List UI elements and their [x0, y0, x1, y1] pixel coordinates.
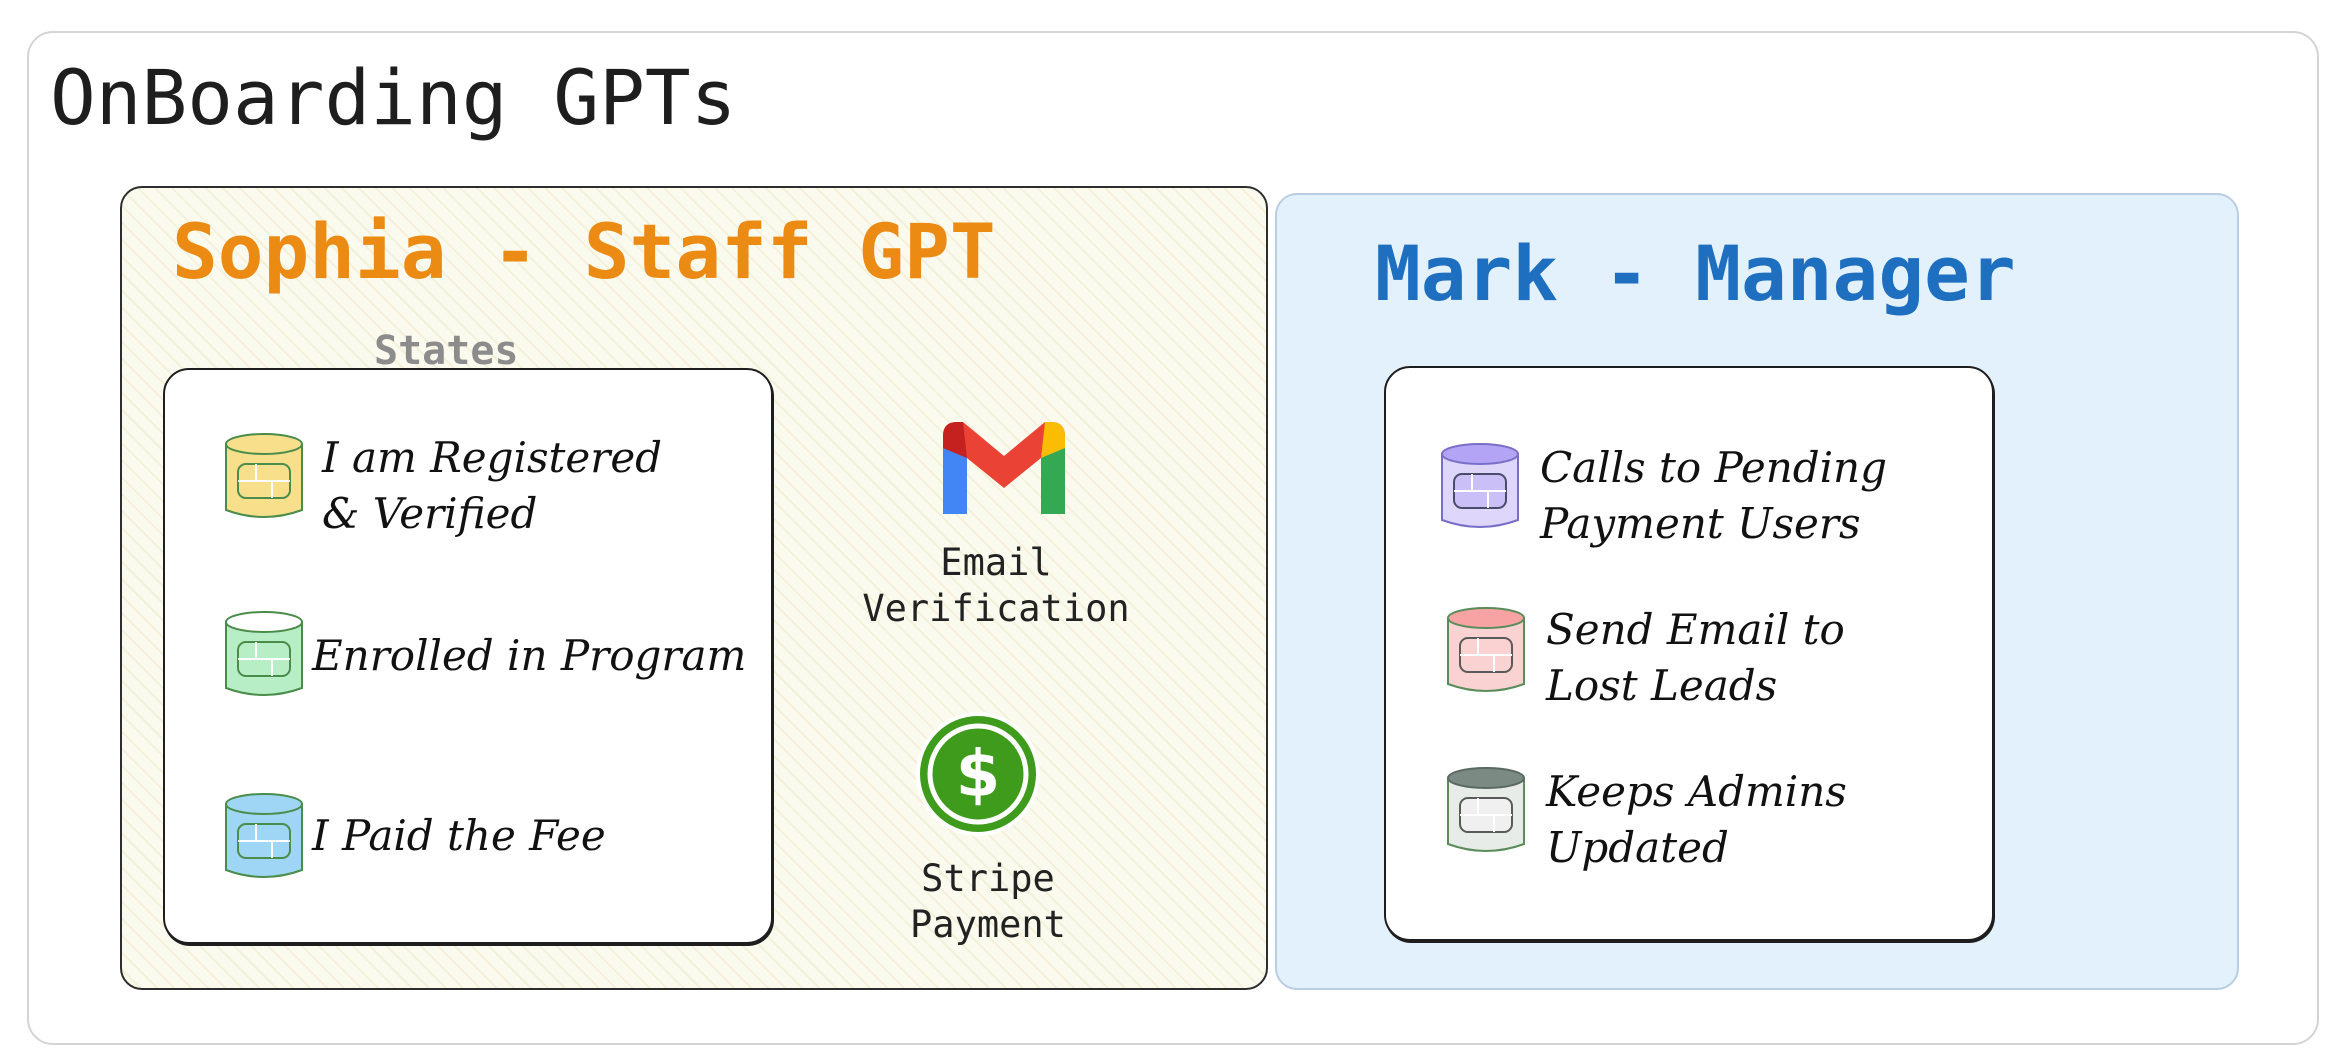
sophia-title: Sophia - Staff GPT	[172, 207, 996, 296]
dollar-coin-icon: $	[916, 712, 1040, 836]
states-label: States	[374, 328, 519, 374]
task-email-label: Send Email to Lost Leads	[1546, 605, 1845, 710]
database-icon	[1447, 767, 1525, 852]
email-verification-label: Email Verification	[862, 541, 1130, 630]
database-icon	[1447, 607, 1525, 692]
database-icon	[225, 611, 303, 696]
diagram-title: OnBoarding GPTs	[50, 53, 737, 142]
mark-title: Mark - Manager	[1375, 229, 2016, 318]
database-icon	[1441, 443, 1519, 528]
database-icon	[225, 433, 303, 518]
state-registered-label: I am Registered & Verified	[322, 433, 663, 538]
stripe-payment-label: Stripe Payment	[910, 857, 1066, 946]
state-paid-label: I Paid the Fee	[312, 811, 606, 860]
database-icon	[225, 793, 303, 878]
gmail-icon	[943, 422, 1065, 514]
task-admins-label: Keeps Admins Updated	[1546, 767, 1847, 872]
svg-text:$: $	[956, 738, 1001, 812]
state-enrolled-label: Enrolled in Program	[312, 631, 747, 680]
task-calls-label: Calls to Pending Payment Users	[1540, 443, 1887, 548]
